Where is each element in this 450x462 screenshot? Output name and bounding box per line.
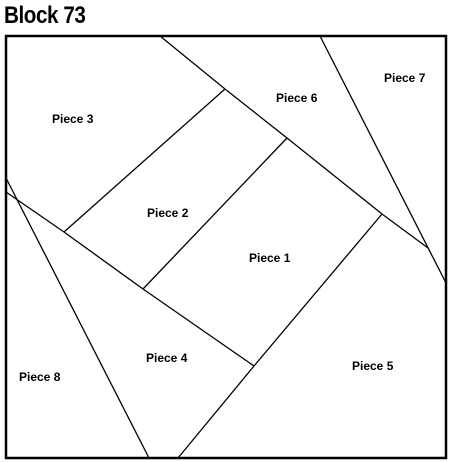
- seam-piece1-left: [142, 137, 288, 290]
- seam-piece2-bottom: [63, 231, 144, 290]
- piece-6-label: Piece 6: [276, 91, 318, 105]
- seam-piece1-right: [253, 213, 383, 367]
- block-title: Block 73: [4, 2, 86, 29]
- piece-1-label: Piece 1: [249, 251, 291, 265]
- piece-3-label: Piece 3: [52, 112, 94, 126]
- seam-piece3-bottom: [5, 191, 65, 233]
- block-frame: [4, 34, 448, 460]
- seam-piece3-top: [159, 35, 226, 90]
- seam-piece7-left: [319, 35, 447, 284]
- piece-8-label: Piece 8: [19, 370, 61, 384]
- seam-piece2-top: [224, 88, 288, 139]
- piece-2-label: Piece 2: [147, 206, 189, 220]
- piece-5-label: Piece 5: [352, 359, 394, 373]
- seam-piece2-left: [63, 88, 226, 233]
- piece-4-label: Piece 4: [146, 351, 188, 365]
- piece-7-label: Piece 7: [384, 71, 426, 85]
- seam-piece6-right: [381, 213, 429, 249]
- seam-piece8-side: [5, 177, 150, 459]
- seam-piece1-bottom: [142, 288, 255, 367]
- seam-piece1-top: [286, 137, 383, 215]
- seam-piece4-bottom: [177, 365, 255, 459]
